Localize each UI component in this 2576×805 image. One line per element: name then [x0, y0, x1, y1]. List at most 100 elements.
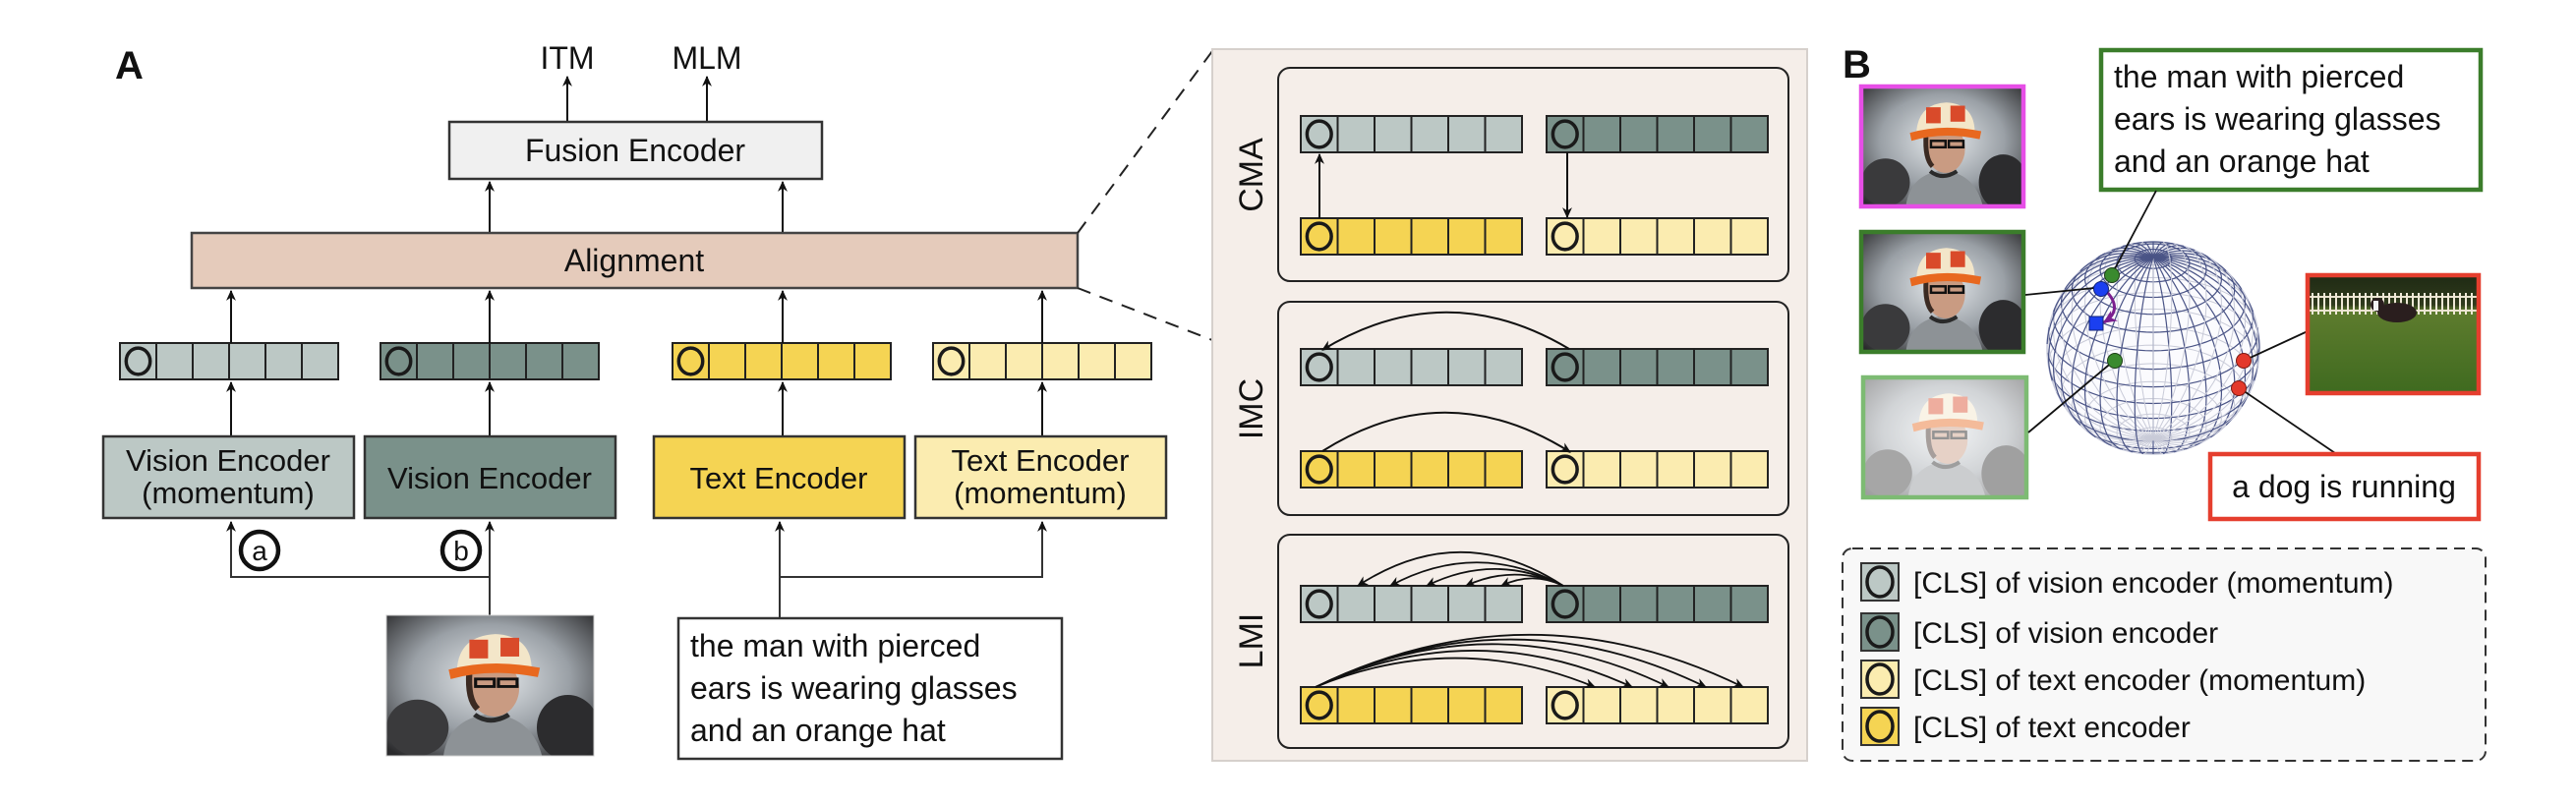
token-cell — [489, 342, 527, 380]
section-cma: CMA — [1233, 67, 1789, 282]
section-lmi: LMI — [1233, 534, 1789, 749]
cma-row-vision-momentum — [1300, 115, 1523, 153]
text-encoder-momentum-sublabel: (momentum) — [954, 476, 1127, 510]
sphere-grid-back — [2152, 251, 2222, 439]
sphere-grid-line — [2152, 257, 2236, 438]
token-cell — [1619, 217, 1659, 256]
positive-caption-line-1: the man with pierced — [2114, 59, 2404, 94]
sphere-grid-line — [2152, 257, 2254, 407]
token-cell — [1447, 217, 1487, 256]
token-cell — [1656, 115, 1695, 153]
sphere-grid-back — [2152, 437, 2209, 446]
token-cell — [1336, 348, 1376, 386]
lmi-arc-vision — [1357, 550, 1564, 587]
token-cell — [1693, 450, 1732, 489]
sphere-grid-line — [2047, 257, 2154, 381]
token-cell — [1619, 115, 1659, 153]
connector-positive-image-to-dot — [2024, 287, 2095, 296]
vision-encoder-momentum-label: Vision Encoder — [126, 443, 330, 478]
sphere-grid-line — [2152, 241, 2163, 259]
sphere-grid-back — [2152, 437, 2173, 453]
sphere-grid-line — [2152, 257, 2191, 453]
text-branch-momentum — [779, 520, 1047, 618]
token-cell — [1410, 115, 1449, 153]
token-cell — [1447, 348, 1487, 386]
token-cell — [1693, 585, 1732, 623]
token-cell — [1484, 585, 1523, 623]
cls-circle-icon — [1551, 352, 1579, 382]
input-caption-line-3: and an orange hat — [690, 713, 946, 748]
cls-circle-icon — [1551, 119, 1579, 149]
token-cell — [1729, 450, 1769, 489]
sphere-grid-back — [2052, 289, 2154, 439]
positive-caption-line-2: ears is wearing glasses — [2114, 101, 2441, 137]
sphere-grid-line — [2046, 257, 2154, 345]
sphere-grid-line — [2116, 257, 2154, 453]
sphere-grid-line — [2152, 257, 2247, 426]
panel-a-token-rows — [119, 342, 1152, 380]
text-encoder-momentum-box: Text Encoder (momentum) — [913, 434, 1168, 520]
cma-row-vision — [1546, 115, 1769, 153]
sphere-grid-line — [2134, 243, 2154, 259]
lmi-row-text — [1300, 686, 1523, 724]
token-cell — [853, 342, 892, 380]
token-cell — [1078, 342, 1116, 380]
connector-dog-caption-to-dot — [2239, 387, 2336, 454]
token-cell — [1374, 348, 1413, 386]
token-cell — [1729, 686, 1769, 724]
vision-encoder-momentum-sublabel: (momentum) — [142, 476, 315, 510]
token-cell — [416, 342, 454, 380]
token-cell — [1729, 348, 1769, 386]
lmi-arc-text — [1315, 657, 1597, 688]
token-cell — [1336, 450, 1376, 489]
zoom-panel-background — [1211, 48, 1808, 762]
token-cell — [1114, 342, 1152, 380]
token-cell — [781, 342, 819, 380]
sphere-grid-line — [2143, 241, 2154, 259]
panel-a-letter: A — [115, 44, 144, 87]
negative-dog-image — [2305, 272, 2482, 396]
cls-circle-icon — [676, 346, 705, 376]
token-cell — [708, 342, 746, 380]
token-cell — [1656, 450, 1695, 489]
imc-row-vision-momentum — [1300, 348, 1523, 386]
positive-image — [1858, 229, 2026, 355]
text-embedding-dot — [2104, 267, 2120, 283]
legend-item: [CLS] of text encoder (momentum) — [1860, 660, 2366, 699]
fusion-encoder-label: Fusion Encoder — [525, 133, 745, 168]
input-image — [385, 614, 595, 757]
cls-circle-icon — [384, 346, 413, 376]
lmi-row-vision — [1546, 585, 1769, 623]
sphere-grid-back — [2060, 270, 2154, 439]
token-cell — [1729, 217, 1769, 256]
token-row-vision-momentum — [119, 342, 339, 380]
token-cell — [1693, 115, 1732, 153]
alignment-box: Alignment — [190, 231, 1080, 290]
connector-caption-to-dot — [2111, 190, 2157, 275]
token-cell — [1729, 115, 1769, 153]
token-cell — [1484, 115, 1523, 153]
token-cell — [1619, 450, 1659, 489]
sphere-grid-line — [2099, 257, 2154, 450]
text-encoder-label: Text Encoder — [690, 461, 868, 495]
momentum-image-embedding-square — [2088, 316, 2104, 331]
imc-arc-text — [1321, 411, 1571, 453]
cls-circle-icon — [1305, 454, 1333, 485]
imc-arc-vision — [1321, 311, 1570, 351]
token-cell — [1410, 348, 1449, 386]
imc-row-vision — [1546, 348, 1769, 386]
connector-dog-image-to-dot — [2245, 330, 2309, 361]
sphere-grid-back — [2143, 437, 2154, 454]
token-cell — [1374, 686, 1413, 724]
token-cell — [1005, 342, 1043, 380]
token-cell — [1447, 450, 1487, 489]
augmented-embedding-dot — [2107, 353, 2123, 369]
sphere-grid-back — [2152, 437, 2195, 449]
itm-output-label: ITM — [540, 40, 594, 76]
sphere-grid-back — [2071, 258, 2154, 439]
token-cell — [1693, 348, 1732, 386]
branch-marker-b-label: b — [453, 536, 469, 566]
cls-circle-icon — [1551, 221, 1579, 252]
